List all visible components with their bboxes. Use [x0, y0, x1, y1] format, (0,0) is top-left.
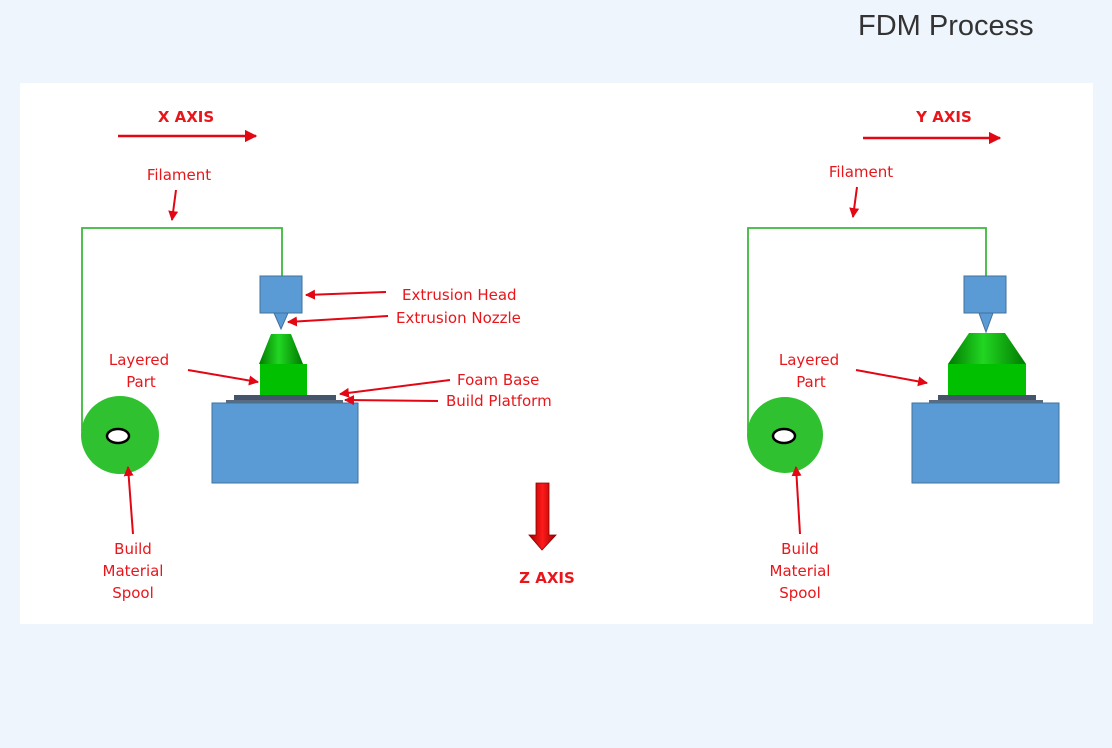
extrusion-nozzle-pointer [287, 315, 389, 327]
spool-pointer-right [791, 466, 802, 535]
extrusion-head-right [963, 275, 1007, 314]
z-axis-arrow [528, 482, 557, 551]
build-platform [226, 400, 343, 403]
right-view: Y AXIS Filament Layered Part Build Mater… [747, 108, 1060, 602]
foam-base-label: Foam Base [457, 371, 539, 389]
spool-hub [105, 427, 131, 445]
extrusion-head-label: Extrusion Head [402, 286, 517, 304]
x-axis-label: X AXIS [158, 108, 214, 126]
filament-pointer [168, 189, 179, 221]
extrusion-nozzle [273, 312, 289, 331]
spool-label-line1: Build [114, 540, 152, 558]
layered-part-label-right-line2: Part [796, 373, 826, 391]
extrusion-nozzle-right [978, 312, 994, 334]
extrusion-nozzle-label: Extrusion Nozzle [396, 309, 521, 327]
foam-base [234, 395, 336, 400]
spool-label-right-line2: Material [770, 562, 831, 580]
layered-part-pointer [187, 369, 259, 386]
build-platform-pointer [344, 395, 439, 406]
spool-label-right-line3: Spool [779, 584, 821, 602]
filament-label: Filament [147, 166, 211, 184]
left-view: X AXIS Filament Extrusion Head Extrusion… [81, 108, 552, 602]
spool-pointer [123, 466, 134, 535]
layered-part-pointer-right [855, 369, 928, 387]
spool-label-line3: Spool [112, 584, 154, 602]
layered-part-label-line1: Layered [109, 351, 169, 369]
filament-line-right [747, 227, 987, 431]
y-axis-label: Y AXIS [915, 108, 972, 126]
build-platform-label: Build Platform [446, 392, 552, 410]
z-axis-label: Z AXIS [519, 569, 575, 587]
page-title: FDM Process [858, 10, 1034, 42]
build-platform-right [929, 400, 1043, 403]
build-table-right [911, 402, 1060, 484]
foam-base-right [938, 395, 1036, 400]
diagram-panel: X AXIS Filament Extrusion Head Extrusion… [20, 83, 1093, 624]
spool-label-right-line1: Build [781, 540, 819, 558]
layered-part-label-line2: Part [126, 373, 156, 391]
filament-label-right: Filament [829, 163, 893, 181]
foam-base-pointer [339, 379, 451, 398]
extrusion-head-pointer [305, 289, 387, 300]
layered-part-cone [259, 334, 303, 364]
layered-part-block [260, 364, 307, 395]
layered-part-block-right [948, 364, 1026, 395]
layered-part-label-right-line1: Layered [779, 351, 839, 369]
filament-line [81, 227, 283, 431]
build-table [211, 402, 359, 484]
filament-pointer-right [849, 186, 860, 218]
spool-hub-right [771, 427, 797, 445]
layered-part-cone-right [948, 333, 1026, 364]
center-z-axis: Z AXIS [519, 482, 575, 587]
fdm-diagram: X AXIS Filament Extrusion Head Extrusion… [81, 108, 1060, 602]
spool-label-line2: Material [103, 562, 164, 580]
extrusion-head [259, 275, 303, 314]
